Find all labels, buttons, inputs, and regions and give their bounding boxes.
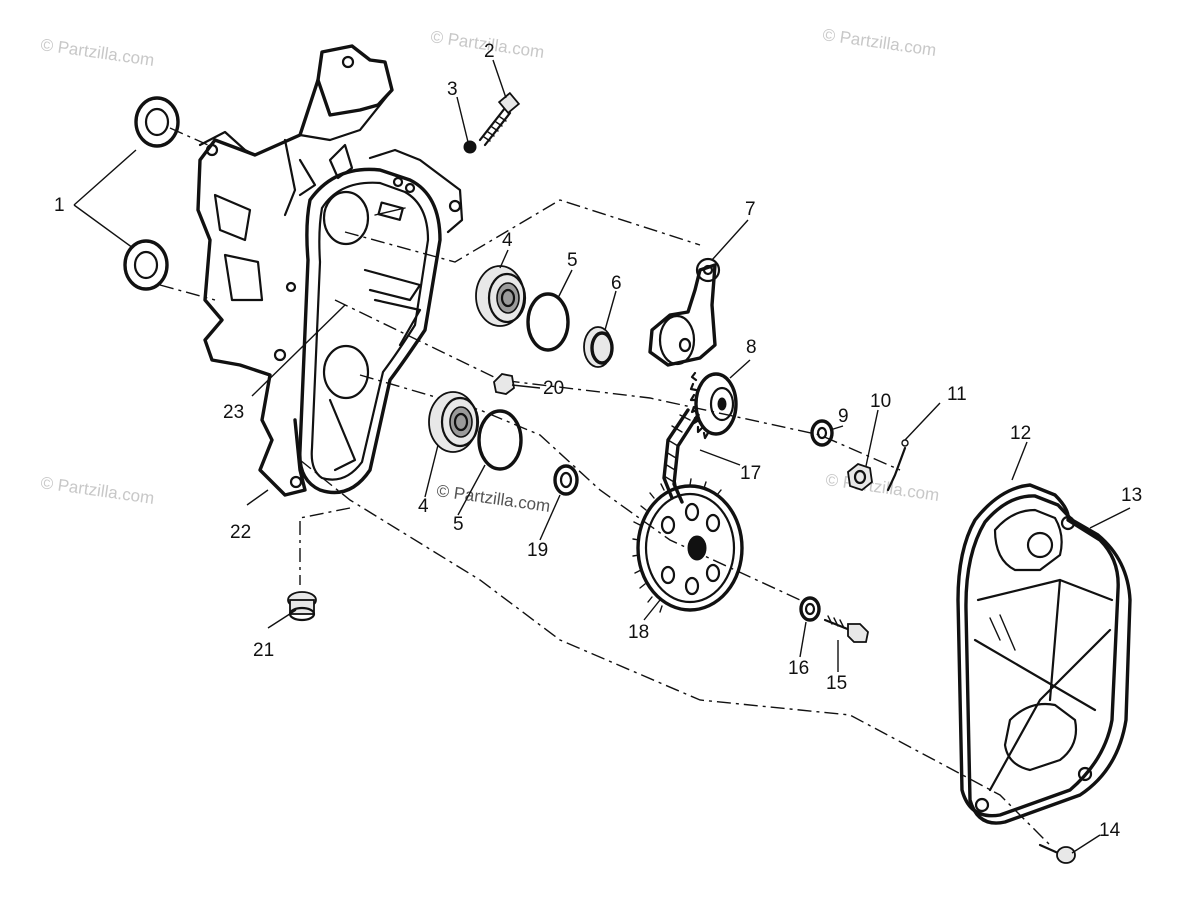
- callout-numbers: 1 2 3 4 4 5 5 6 7 8 9 10 11 12 13 14 15 …: [54, 41, 1142, 841]
- part-12-gasket: [956, 483, 1120, 818]
- part-4-bearing-lower: [428, 391, 480, 453]
- part-1-seal-lower: [123, 239, 169, 291]
- watermark-top-right: © Partzilla.com: [821, 25, 937, 60]
- callout-9: 9: [838, 406, 849, 427]
- part-8-upper-sprocket: [689, 371, 738, 440]
- callout-18: 18: [628, 622, 649, 643]
- part-2-bolt: [478, 91, 521, 147]
- part-19-washer: [553, 464, 579, 496]
- watermark-mid-left: © Partzilla.com: [39, 473, 155, 508]
- callout-17: 17: [740, 463, 761, 484]
- callout-16: 16: [788, 658, 809, 679]
- callout-19: 19: [527, 540, 548, 561]
- part-5-snap-ring-lower: [477, 409, 523, 471]
- watermark-center: © Partzilla.com: [435, 481, 551, 516]
- part-5-snap-ring-upper: [526, 292, 570, 352]
- callout-20: 20: [543, 378, 564, 399]
- callout-13: 13: [1121, 485, 1142, 506]
- watermark-top-left: © Partzilla.com: [39, 35, 155, 70]
- part-13-chaincase-cover: [964, 494, 1132, 825]
- callout-3: 3: [447, 79, 458, 100]
- callout-12: 12: [1010, 423, 1031, 444]
- part-22-chaincase-housing: [196, 44, 464, 497]
- callout-8: 8: [746, 337, 757, 358]
- part-4-bearing-upper: [475, 265, 527, 327]
- watermark-mid-right: © Partzilla.com: [824, 470, 940, 505]
- callout-1: 1: [54, 195, 65, 216]
- part-10-nut: [847, 462, 873, 492]
- callout-14: 14: [1099, 820, 1121, 841]
- callout-10: 10: [870, 391, 891, 412]
- part-20-nut: [493, 373, 515, 395]
- callout-4-upper: 4: [502, 230, 513, 251]
- callout-21: 21: [253, 640, 274, 661]
- part-1-seal-upper: [134, 96, 180, 148]
- part-17-drive-chain: [662, 408, 700, 504]
- leader-lines: [73, 59, 1131, 854]
- callout-11: 11: [947, 384, 967, 405]
- callout-2: 2: [484, 41, 495, 62]
- part-21-drain-plug: [287, 591, 317, 622]
- callout-15: 15: [826, 673, 847, 694]
- callout-5-upper: 5: [567, 250, 578, 271]
- part-9-washer: [810, 419, 834, 447]
- part-18-lower-sprocket: [632, 478, 744, 613]
- callout-5-lower: 5: [453, 514, 464, 535]
- part-14-screw: [1038, 843, 1076, 864]
- callout-6: 6: [611, 273, 622, 294]
- part-23-drive-chain: [298, 167, 442, 495]
- part-7-tensioner-arm: [648, 257, 721, 367]
- callout-4-lower: 4: [418, 496, 429, 517]
- part-15-bolt: [823, 615, 869, 643]
- callout-23: 23: [223, 402, 244, 423]
- part-6-seal: [583, 326, 614, 368]
- part-3-nut: [463, 140, 477, 154]
- callout-7: 7: [745, 199, 756, 220]
- callout-22: 22: [230, 522, 251, 543]
- part-16-washer: [799, 596, 821, 622]
